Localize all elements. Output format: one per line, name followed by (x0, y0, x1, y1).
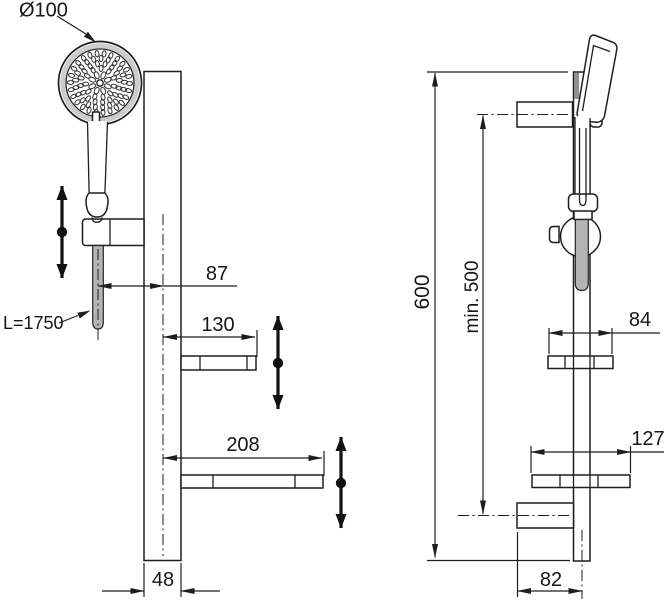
dim-hose-length: L=1750 (3, 310, 91, 333)
dim-head-diameter: Ø100 (19, 0, 96, 43)
height-adjust-arrow-shelf-small (272, 315, 284, 410)
slide-rail-front (143, 70, 182, 562)
dim-side-shelf-large: 127 (530, 428, 665, 473)
shower-hose-front (92, 244, 104, 343)
side-shelf-small-label: 84 (629, 309, 651, 331)
dim-side-bracket-min: min. 500 (462, 115, 486, 515)
shower-head-side (576, 34, 618, 128)
wall-bracket-top (477, 101, 574, 128)
dim-side-shelf-small: 84 (548, 309, 660, 354)
wall-bracket-bottom (458, 502, 575, 529)
side-shelf-large-label: 127 (631, 428, 664, 450)
dim-front-shelf-small: 130 (163, 314, 258, 357)
height-adjust-arrow-handle (56, 185, 68, 279)
dim-side-rail-length: 600 (411, 71, 570, 562)
leader-arrow-icon (77, 310, 91, 319)
head-diameter-label: Ø100 (19, 0, 68, 22)
dim-front-shelf-large: 208 (163, 434, 325, 476)
front-shelf-large-label: 208 (226, 434, 259, 456)
height-adjust-arrow-shelf-large (335, 436, 347, 529)
shelf-large-front (180, 474, 324, 489)
side-wall-offset-label: 82 (540, 569, 562, 591)
shower-handle-front (85, 121, 109, 223)
shower-handle-side (567, 116, 599, 213)
side-bracket-min-label: min. 500 (462, 261, 483, 334)
dim-front-offset: 87 (97, 263, 237, 289)
shelf-small-side (547, 355, 614, 370)
dim-side-wall-offset: 82 (516, 532, 583, 597)
hose-length-label: L=1750 (3, 313, 64, 333)
side-rail-length-label: 600 (411, 274, 434, 309)
dim-front-rail-width: 48 (102, 563, 220, 597)
front-shelf-small-label: 130 (201, 314, 234, 336)
rail-slider-front (81, 218, 145, 247)
side-view: 600 min. 500 84 127 82 (411, 34, 665, 599)
leader-arrow-icon (83, 31, 96, 43)
nozzle-pattern (66, 50, 134, 116)
front-view: Ø100 L=1750 87 130 (3, 0, 347, 597)
shelf-large-side (531, 474, 631, 489)
shelf-small-front (180, 355, 257, 371)
shower-hose-side (574, 218, 589, 292)
front-offset-label: 87 (206, 263, 228, 285)
front-rail-width-label: 48 (152, 569, 174, 591)
